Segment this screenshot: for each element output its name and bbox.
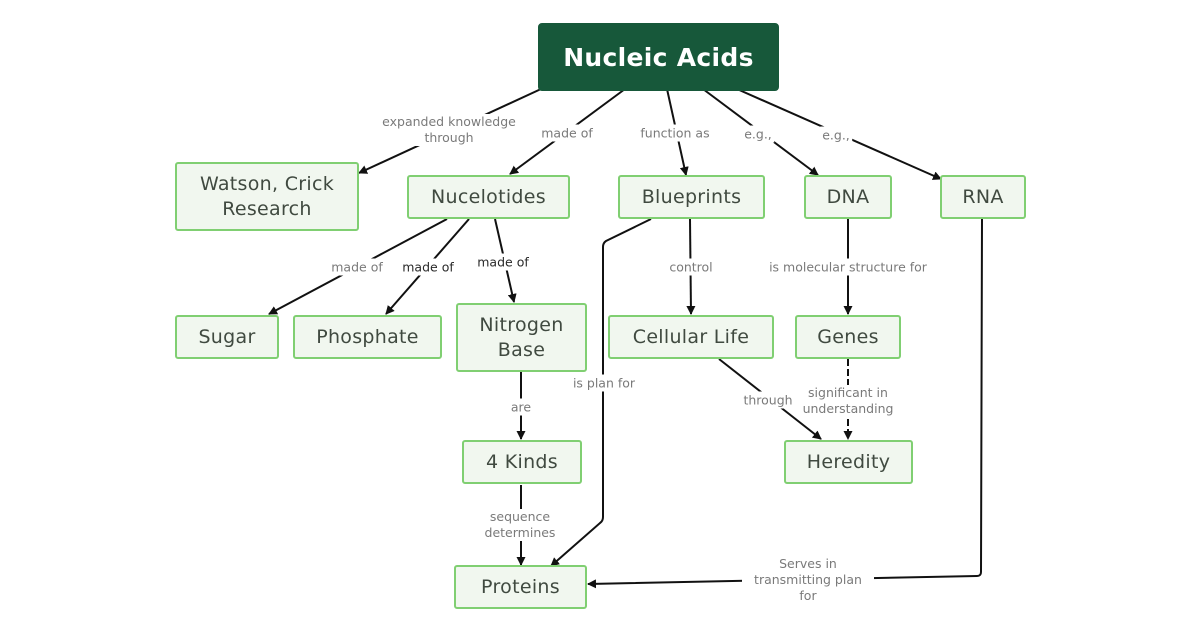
edge-label-through: through (741, 391, 795, 409)
node-nitrogen-base[interactable]: Nitrogen Base (456, 303, 587, 372)
edge-label-control: control (667, 258, 715, 276)
edge-label-serves-in: Serves in transmitting plan for (742, 556, 874, 604)
node-nucleic-acids[interactable]: Nucleic Acids (538, 23, 779, 91)
node-4-kinds[interactable]: 4 Kinds (462, 440, 582, 484)
node-watson-crick-research[interactable]: Watson, Crick Research (175, 162, 359, 231)
edge-label-eg-rna: e.g., (820, 126, 852, 144)
node-rna[interactable]: RNA (940, 175, 1026, 219)
edge-label-made-of-sugar: made of (329, 258, 385, 276)
edge-label-eg-dna: e.g., (742, 125, 774, 143)
edge-rna-to-proteins (587, 218, 983, 589)
edge-label-is-plan-for: is plan for (570, 374, 638, 392)
node-genes[interactable]: Genes (795, 315, 901, 359)
node-dna[interactable]: DNA (804, 175, 892, 219)
edge-label-made-of-phosphate: made of (400, 258, 456, 276)
node-sugar[interactable]: Sugar (175, 315, 279, 359)
edge-label-molecular-structure: is molecular structure for (767, 258, 929, 276)
edge-label-are: are (508, 398, 534, 416)
edge-label-expanded-knowledge: expanded knowledge through (379, 114, 519, 146)
edge-label-sequence-determines: sequence determines (482, 509, 558, 541)
node-cellular-life[interactable]: Cellular Life (608, 315, 774, 359)
edge-blueprints-to-proteins (550, 218, 652, 567)
node-proteins[interactable]: Proteins (454, 565, 587, 609)
node-heredity[interactable]: Heredity (784, 440, 913, 484)
node-phosphate[interactable]: Phosphate (293, 315, 442, 359)
edge-label-made-of-nitrogen: made of (475, 253, 531, 271)
node-blueprints[interactable]: Blueprints (618, 175, 765, 219)
node-nucleotides[interactable]: Nucelotides (407, 175, 570, 219)
edge-label-function-as: function as (638, 124, 712, 142)
edge-label-significant-in: significant in understanding (798, 385, 898, 417)
edge-label-made-of-nucleotides: made of (539, 124, 595, 142)
